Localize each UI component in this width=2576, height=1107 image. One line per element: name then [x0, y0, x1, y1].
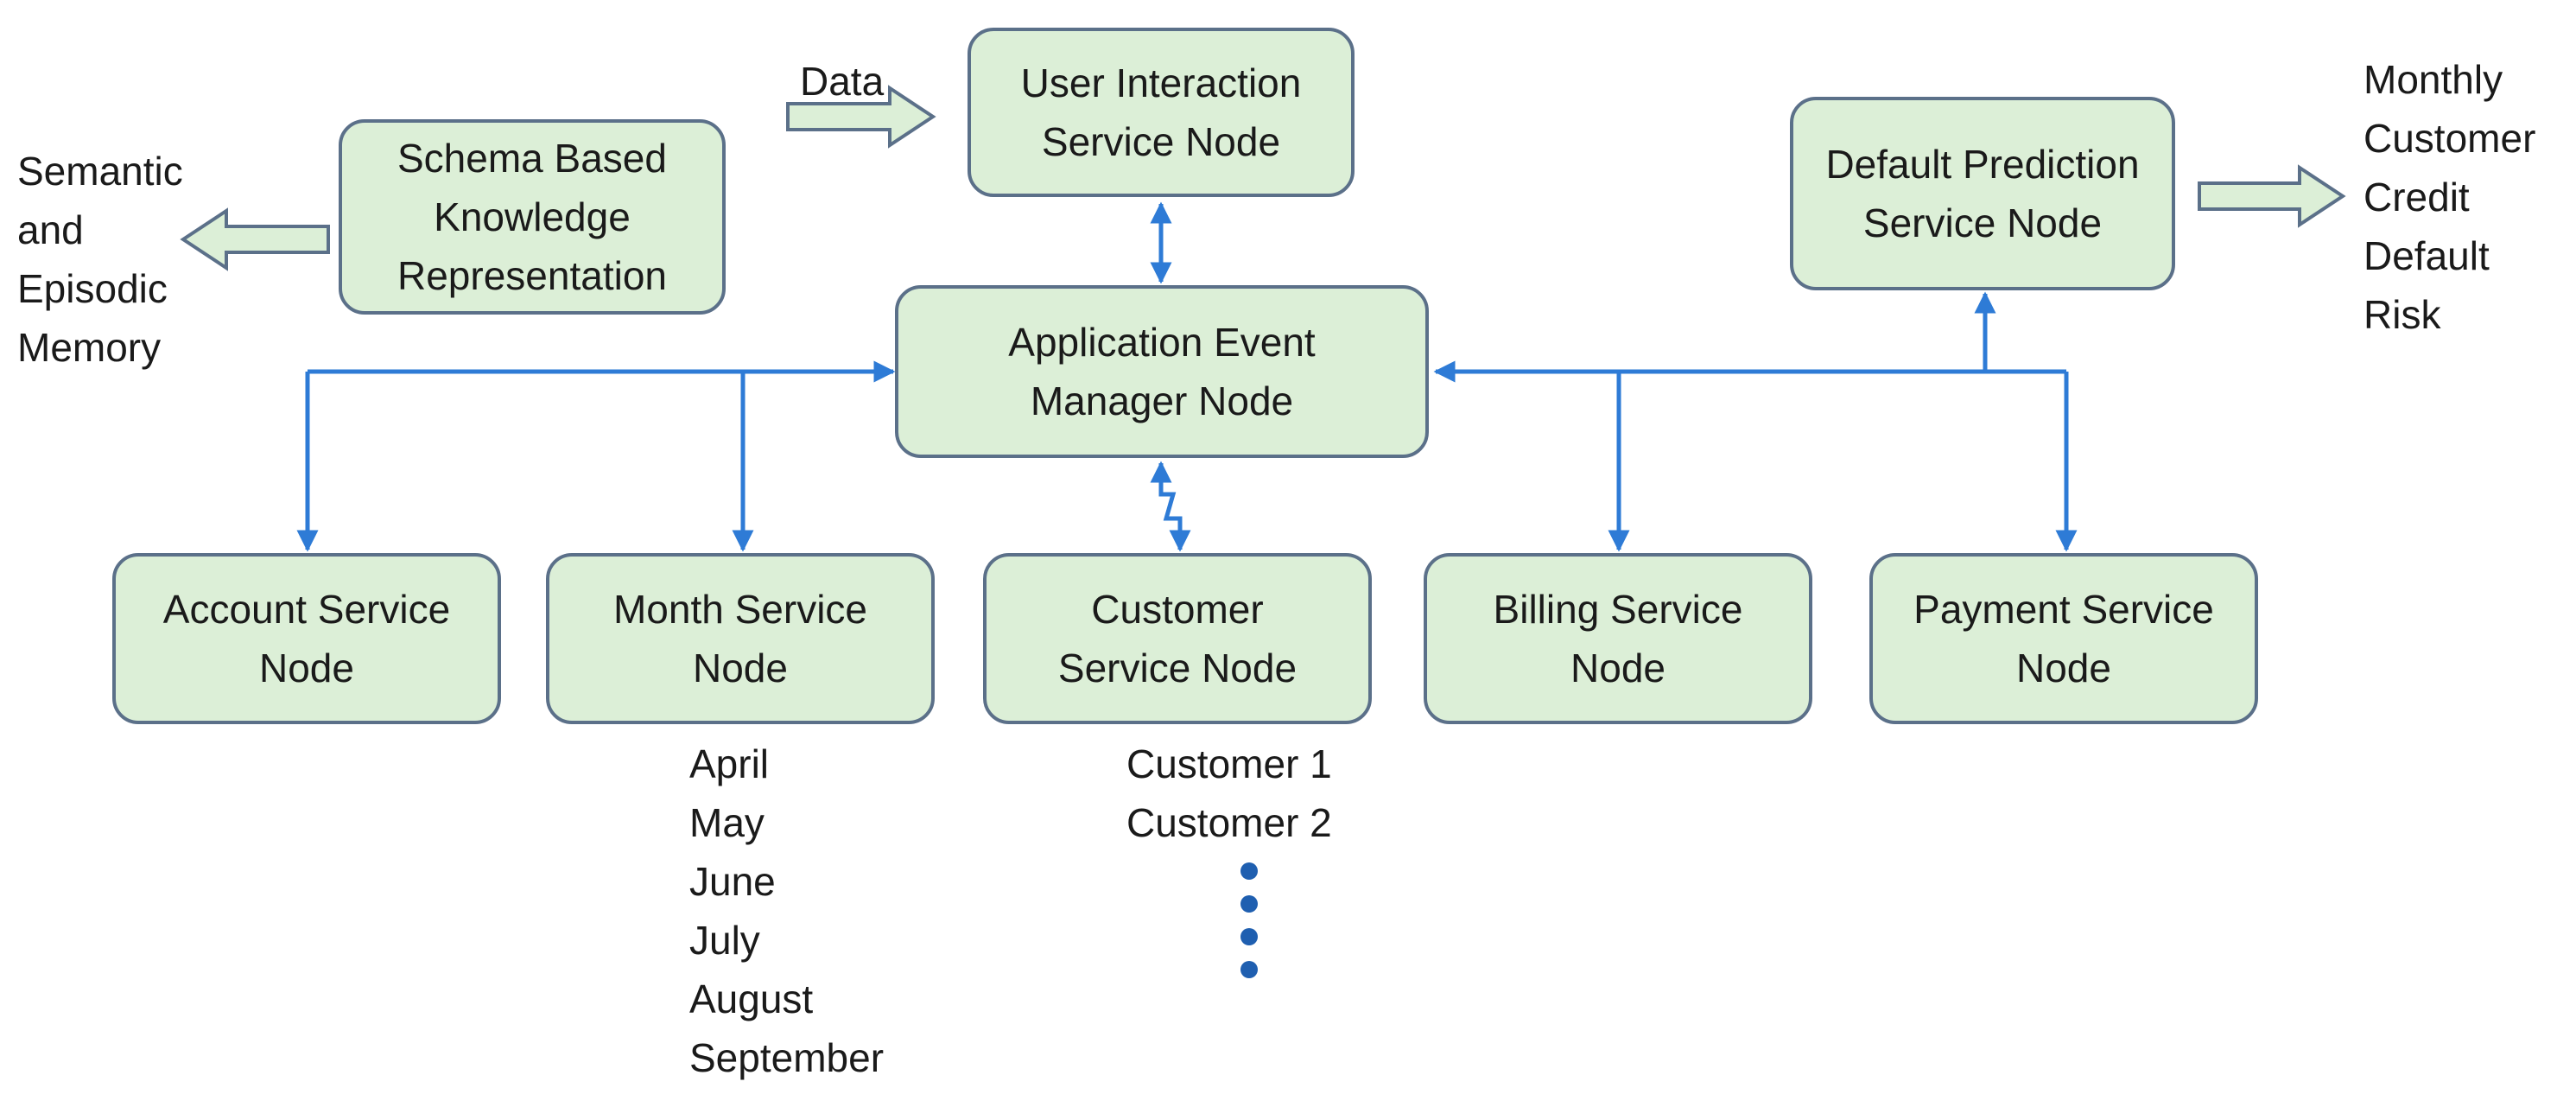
default-prediction-node-label: Default Prediction Service Node [1825, 142, 2140, 245]
payment-service-node: Payment Service Node [1869, 553, 2258, 724]
month-list-item: May [689, 800, 765, 845]
ellipsis-dot [1240, 895, 1258, 913]
billing-service-node: Billing Service Node [1424, 553, 1812, 724]
user-interaction-node-label: User Interaction Service Node [1020, 60, 1302, 164]
month-list-item: September [689, 1035, 885, 1080]
customer-list: Customer 1 Customer 2 [1126, 735, 1332, 852]
data-input-label: Data [800, 59, 885, 104]
memory-output-label: Semantic and Episodic Memory [17, 149, 183, 370]
account-node-label: Account Service Node [162, 587, 451, 690]
billing-node-label: Billing Service Node [1493, 587, 1743, 690]
user-interaction-service-node: User Interaction Service Node [968, 28, 1355, 197]
month-list-item: April [689, 741, 770, 786]
risk-output-arrow [2198, 164, 2346, 228]
default-prediction-service-node: Default Prediction Service Node [1790, 97, 2175, 290]
application-event-manager-node: Application Event Manager Node [895, 285, 1429, 458]
customer-node-label: Customer Service Node [1057, 587, 1298, 690]
month-list: April May June July August September [689, 735, 884, 1087]
month-node-label: Month Service Node [612, 587, 867, 690]
memory-output-arrow [180, 207, 330, 271]
data-input-arrow [786, 85, 936, 149]
customer-list-item: Customer 2 [1126, 800, 1332, 845]
month-list-item: June [689, 859, 776, 904]
schema-knowledge-node: Schema Based Knowledge Representation [339, 119, 726, 315]
ellipsis-dot [1240, 961, 1258, 978]
connector-event-customer [1150, 461, 1191, 552]
account-service-node: Account Service Node [112, 553, 501, 724]
event-manager-node-label: Application Event Manager Node [1008, 320, 1316, 423]
risk-output-label: Monthly Customer Credit Default Risk [2363, 57, 2536, 337]
month-list-item: August [689, 977, 814, 1021]
customer-service-node: Customer Service Node [983, 553, 1372, 724]
ellipsis-dot [1240, 928, 1258, 945]
payment-node-label: Payment Service Node [1913, 587, 2214, 690]
ellipsis-dot [1240, 862, 1258, 880]
month-service-node: Month Service Node [546, 553, 935, 724]
customer-list-item: Customer 1 [1126, 741, 1332, 786]
month-list-item: July [689, 918, 760, 963]
schema-knowledge-node-label: Schema Based Knowledge Representation [397, 136, 667, 298]
